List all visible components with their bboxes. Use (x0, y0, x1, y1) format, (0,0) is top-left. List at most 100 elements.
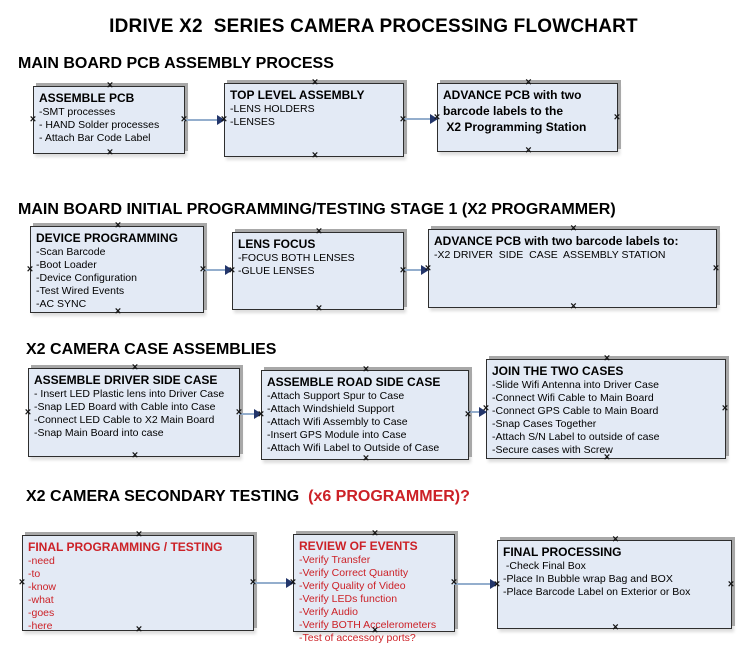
box-item: -Verify Transfer (299, 554, 371, 566)
section-heading-text: X2 CAMERA SECONDARY TESTING (26, 488, 309, 505)
section-heading-red-text: (x6 PROGRAMMER)? (308, 488, 470, 505)
box-title-line: ADVANCE PCB with two barcode labels to: (434, 234, 679, 248)
connector-line (403, 269, 423, 271)
box-title-line: DEVICE PROGRAMMING (36, 231, 179, 245)
connection-point-bottom-icon: × (106, 146, 114, 159)
connection-point-left-icon: × (18, 576, 26, 589)
connector-line (253, 582, 288, 584)
section-heading-secondary-testing: X2 CAMERA SECONDARY TESTING (x6 PROGRAMM… (26, 488, 470, 506)
connection-point-bottom-icon: × (612, 621, 619, 634)
box-title-line: JOIN THE TWO CASES (492, 364, 624, 378)
flowchart-title: IDRIVE X2 SERIES CAMERA PROCESSING FLOWC… (109, 16, 638, 37)
box-item: -FOCUS BOTH LENSES (238, 252, 355, 264)
connector-arrow[interactable] (253, 577, 294, 589)
section-heading-initial-programming: MAIN BOARD INITIAL PROGRAMMING/TESTING S… (18, 201, 616, 219)
box-item: -GLUE LENSES (238, 265, 315, 277)
box-item: -LENS HOLDERS (230, 103, 315, 115)
box-item: -AC SYNC (36, 298, 87, 310)
box-item: -Attach S/N Label to outside of case (492, 431, 660, 443)
arrowhead-icon (490, 579, 498, 589)
arrowhead-icon (254, 409, 262, 419)
connector-arrow[interactable] (184, 114, 225, 126)
box-item: -Attach Support Spur to Case (267, 390, 405, 402)
box-item: -Test of accessory ports? (299, 632, 416, 644)
box-item: -here (28, 620, 53, 632)
box-item: -Verify Audio (299, 606, 358, 618)
box-item: -Attach Wifi Label to Outside of Case (267, 442, 440, 454)
box-title-line: FINAL PROGRAMMING / TESTING (28, 540, 223, 554)
box-title-line: ASSEMBLE DRIVER SIDE CASE (34, 373, 218, 387)
box-title-line: ADVANCE PCB with two (443, 88, 582, 102)
connector-arrow[interactable] (468, 406, 487, 418)
connection-point-bottom-icon: × (315, 302, 323, 315)
box-item: -Connect Wifi Cable to Main Board (492, 392, 654, 404)
flow-box-assemble-pcb[interactable]: ASSEMBLE PCB-SMT processes- HAND Solder … (30, 80, 187, 158)
connection-point-bottom-icon: × (525, 144, 532, 157)
box-item: -Attach Windshield Support (267, 403, 395, 415)
box-item: -Scan Barcode (36, 246, 106, 258)
section-heading-text: MAIN BOARD INITIAL PROGRAMMING/TESTING S… (18, 201, 616, 218)
arrowhead-icon (479, 407, 487, 417)
box-item: -Snap Cases Together (492, 418, 597, 430)
connector-line (468, 411, 481, 413)
flow-box-final-processing[interactable]: FINAL PROCESSING -Check Final Box-Place … (494, 534, 735, 633)
connector-line (454, 583, 492, 585)
connector-arrow[interactable] (403, 113, 438, 125)
connector-arrow[interactable] (403, 264, 429, 276)
box-item: -to (28, 568, 41, 580)
box-item: -need (28, 555, 55, 567)
flow-box-advance-pcb-with-two-barcode-labels-to[interactable]: ADVANCE PCB with two barcode labels to:-… (425, 223, 720, 312)
section-heading-pcb-assembly: MAIN BOARD PCB ASSEMBLY PROCESS (18, 55, 334, 73)
connection-point-right-icon: × (613, 110, 621, 123)
box-item: - Attach Bar Code Label (39, 132, 151, 144)
arrowhead-icon (430, 114, 438, 124)
connector-arrow[interactable] (239, 408, 262, 420)
box-item: -Slide Wifi Antenna into Driver Case (492, 379, 659, 391)
box-item: -Connect LED Cable to X2 Main Board (34, 414, 215, 426)
flow-box-final-programming-testing[interactable]: FINAL PROGRAMMING / TESTING-need-to-know… (18, 529, 256, 635)
box-title-line: barcode labels to the (443, 104, 564, 118)
flow-box-advance-pcb-with-two[interactable]: ADVANCE PCB with two barcode labels to th… (434, 77, 621, 156)
flow-box-assemble-road-side-case[interactable]: ASSEMBLE ROAD SIDE CASE-Attach Support S… (258, 364, 471, 464)
connection-point-left-icon: × (24, 405, 32, 418)
box-title-line: TOP LEVEL ASSEMBLY (230, 88, 365, 102)
flow-box-device-programming[interactable]: DEVICE PROGRAMMING-Scan Barcode-Boot Loa… (27, 220, 206, 317)
box-item: -Place In Bubble wrap Bag and BOX (503, 573, 673, 585)
arrowhead-icon (217, 115, 225, 125)
box-title-line: REVIEW OF EVENTS (299, 539, 418, 553)
connection-point-bottom-icon: × (131, 449, 139, 462)
box-item: -Verify Quality of Video (299, 580, 406, 592)
box-title-line: LENS FOCUS (238, 237, 316, 251)
connection-point-right-icon: × (721, 402, 729, 415)
box-item: -SMT processes (39, 106, 116, 118)
box-item: -Connect GPS Cable to Main Board (492, 405, 659, 417)
arrowhead-icon (286, 578, 294, 588)
flow-box-join-the-two-cases[interactable]: JOIN THE TWO CASES-Slide Wifi Antenna in… (483, 353, 729, 463)
box-item: -Verify BOTH Accelerometers (299, 619, 437, 631)
flow-box-top-level-assembly[interactable]: TOP LEVEL ASSEMBLY-LENS HOLDERS-LENSES××… (221, 77, 406, 161)
box-item: -Test Wired Events (36, 285, 125, 297)
box-item: -Boot Loader (36, 259, 97, 271)
connector-line (184, 119, 219, 121)
flow-box-assemble-driver-side-case[interactable]: ASSEMBLE DRIVER SIDE CASE- Insert LED Pl… (24, 362, 242, 461)
box-item: -Verify Correct Quantity (299, 567, 409, 579)
box-item: -Snap LED Board with Cable into Case (34, 401, 216, 413)
box-item: -Verify LEDs function (299, 593, 398, 605)
box-item: -Check Final Box (503, 560, 586, 572)
box-item: -Insert GPS Module into Case (267, 429, 407, 441)
box-title-line: X2 Programming Station (443, 120, 587, 134)
connector-arrow[interactable] (203, 264, 233, 276)
box-item: - HAND Solder processes (39, 119, 160, 131)
connection-point-right-icon: × (727, 577, 735, 590)
box-item: -know (28, 581, 57, 593)
box-item: -Secure cases with Screw (492, 444, 613, 456)
flow-box-review-of-events[interactable]: REVIEW OF EVENTS-Verify Transfer-Verify … (290, 528, 457, 644)
connector-arrow[interactable] (454, 578, 498, 590)
connector-line (403, 118, 432, 120)
connector-line (239, 413, 256, 415)
section-heading-text: MAIN BOARD PCB ASSEMBLY PROCESS (18, 55, 334, 72)
box-item: -Attach Wifi Assembly to Case (267, 416, 408, 428)
flow-box-lens-focus[interactable]: LENS FOCUS-FOCUS BOTH LENSES-GLUE LENSES… (229, 226, 406, 314)
connection-point-right-icon: × (712, 261, 720, 274)
